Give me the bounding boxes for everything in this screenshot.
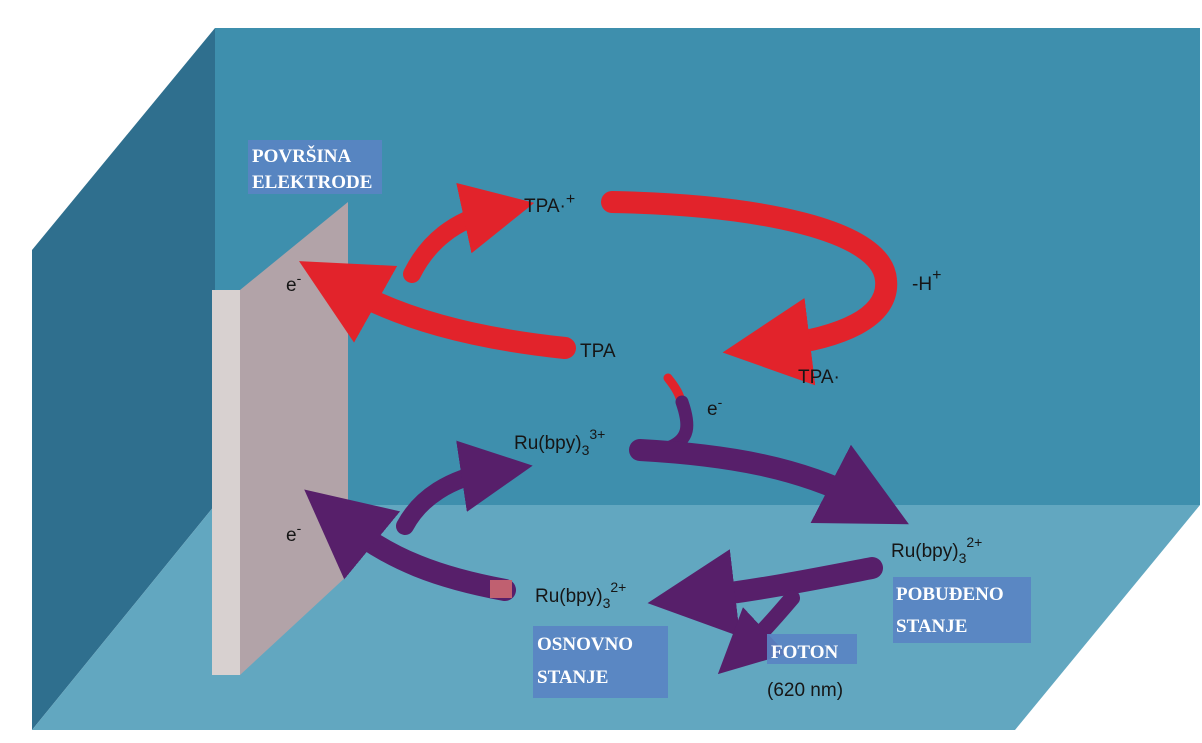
photon-label-box [767,634,857,664]
photon-wavelength: (620 nm) [767,680,843,701]
ru-bpy3-3plus-label: Ru(bpy)33+ [514,426,605,458]
excited-state-label-line2: STANJE [896,616,967,637]
ground-state-label-line2: STANJE [537,667,608,688]
arrow-excited-to-ground [647,549,883,637]
tpa-label: TPA [580,341,616,362]
photon-label-line1: FOTON [771,642,838,663]
arrow-deprotonation-loop [601,191,898,386]
electrode-surface-label-line1: POVRŠINA [252,145,352,167]
electrode-surface-label-line2: ELEKTRODE [252,172,372,193]
ru-bpy3-2plus-ground-label: Ru(bpy)32+ [535,579,626,611]
ru-bpy3-2plus-excited-label: Ru(bpy)32+ [891,534,982,566]
deprotonation-label: -H+ [912,267,941,295]
electron-label-top: e- [286,270,302,296]
electron-label-middle: e- [707,394,723,420]
arrow-to-ru3 [396,440,533,535]
electron-label-bottom: e- [286,520,302,546]
arrow-photon-emission [717,590,800,675]
arrow-to-tpa-cation [403,182,535,283]
ground-state-label-box [533,626,668,698]
tpa-cation-label: TPA·+ [524,191,575,217]
excited-state-label-box [893,577,1031,643]
tpa-radical-label: TPA· [798,367,840,388]
electrode-surface-label-box [248,140,382,194]
arrow-ru2-to-electrode [304,489,516,601]
electrode-edge [212,290,240,675]
arrow-ru3-to-excited [629,439,909,525]
left-wall [32,28,215,730]
excited-state-label-line1: POBUĐENO [896,584,1004,605]
ground-state-label-line1: OSNOVNO [537,634,633,655]
arrow-tpa-to-electrode [298,261,576,359]
back-wall [215,28,1200,505]
electron-transfer-marker [490,580,512,598]
